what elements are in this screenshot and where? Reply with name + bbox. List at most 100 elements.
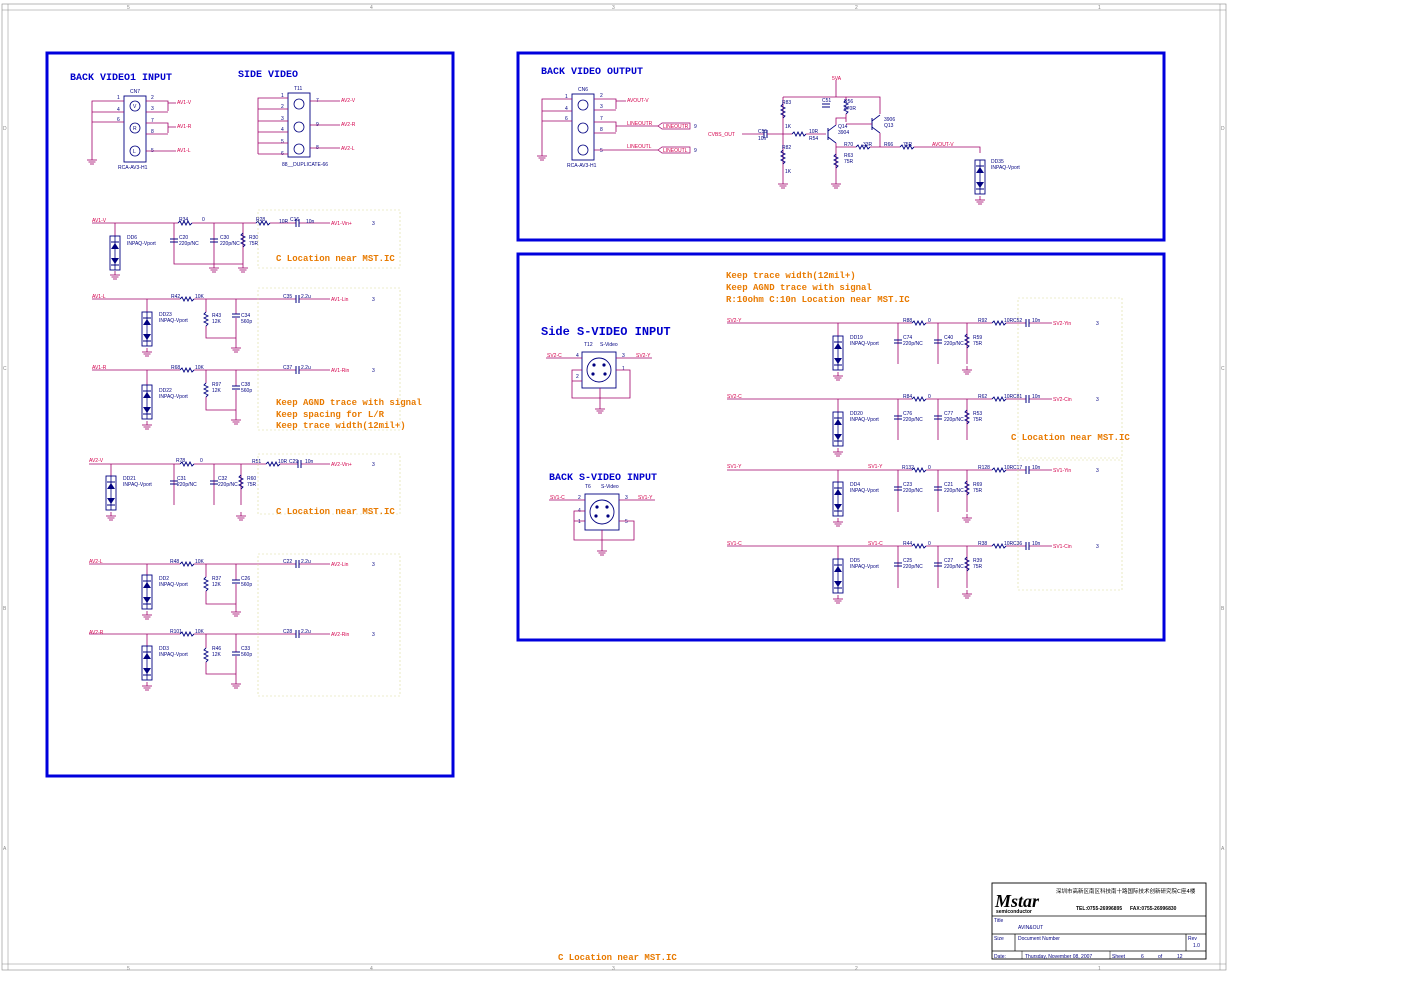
- svg-text:DD21: DD21: [123, 476, 136, 482]
- svg-text:INPAQ-Vport: INPAQ-Vport: [850, 341, 879, 347]
- svg-text:12K: 12K: [212, 652, 222, 658]
- connector-cn7: CN7 V R L 1 4 6 2 3 7 8 5 RCA-AV3-H1 AV1…: [86, 89, 192, 171]
- svg-text:LINEOUTR: LINEOUTR: [627, 121, 653, 127]
- svg-text:SV2-Yin: SV2-Yin: [1053, 321, 1071, 327]
- svg-text:C81: C81: [1013, 394, 1022, 400]
- svg-text:R78: R78: [176, 458, 185, 464]
- svg-text:DD4: DD4: [850, 482, 860, 488]
- svg-text:3906: 3906: [884, 117, 895, 123]
- svg-text:AVOUT-V: AVOUT-V: [627, 98, 649, 104]
- title-block: Mstar semiconductor 深圳市高新区南区科技南十路国际技术创新研…: [991, 882, 1207, 960]
- svg-text:75R: 75R: [973, 488, 983, 494]
- svg-text:3: 3: [1096, 544, 1099, 550]
- svg-text:2: 2: [281, 104, 284, 110]
- svg-text:5: 5: [600, 148, 603, 154]
- svg-text:AV2-R: AV2-R: [341, 122, 356, 128]
- note-sv-1: Keep trace width(12mil+): [726, 271, 856, 281]
- back-svideo-title: BACK S-VIDEO INPUT: [549, 473, 657, 484]
- svg-text:AV2-R: AV2-R: [89, 630, 104, 636]
- svg-text:12K: 12K: [212, 388, 222, 394]
- svg-text:C22: C22: [283, 559, 292, 565]
- side-video-title: SIDE VIDEO: [238, 70, 298, 81]
- svg-text:220p/NC: 220p/NC: [179, 241, 199, 247]
- svg-text:A: A: [3, 846, 7, 852]
- svg-text:Q14: Q14: [838, 124, 848, 130]
- svg-text:C34: C34: [241, 313, 250, 319]
- svg-text:220p/NC: 220p/NC: [903, 341, 923, 347]
- note-c-location-3: C Location near MST.IC: [1011, 433, 1130, 443]
- svg-text:R53: R53: [973, 411, 982, 417]
- svg-text:R68: R68: [171, 365, 180, 371]
- svideo-connector-t6: T6 S-Video 2 3 4 1 5 SV1-C SV1-Y: [549, 484, 655, 556]
- svg-text:3: 3: [1096, 321, 1099, 327]
- svg-text:D: D: [1221, 126, 1225, 132]
- svg-text:5: 5: [281, 139, 284, 145]
- svg-text:3: 3: [372, 632, 375, 638]
- svg-text:DD2: DD2: [159, 576, 169, 582]
- svg-text:9: 9: [694, 124, 697, 130]
- svg-text:INPAQ-Vport: INPAQ-Vport: [159, 582, 188, 588]
- svg-text:semiconductor: semiconductor: [996, 909, 1032, 915]
- svg-text:3: 3: [281, 116, 284, 122]
- svg-text:C37: C37: [283, 365, 292, 371]
- sheet-border: [1, 3, 1227, 971]
- svg-text:8: 8: [600, 127, 603, 133]
- note-c-location-1: C Location near MST.IC: [276, 254, 395, 264]
- svg-text:10R: 10R: [1004, 541, 1014, 547]
- svg-text:75R: 75R: [249, 241, 259, 247]
- svg-text:C36: C36: [1013, 541, 1022, 547]
- svg-text:AV2-Rin: AV2-Rin: [331, 632, 349, 638]
- svg-text:0: 0: [202, 217, 205, 223]
- svg-text:6: 6: [565, 116, 568, 122]
- svg-text:C: C: [3, 366, 7, 372]
- svg-text:1: 1: [117, 95, 120, 101]
- svg-text:AV2-V: AV2-V: [341, 98, 356, 104]
- svg-text:10n: 10n: [1032, 318, 1041, 324]
- svg-text:75R: 75R: [903, 142, 913, 148]
- svg-text:2: 2: [855, 966, 858, 972]
- svg-text:S-Video: S-Video: [601, 484, 619, 490]
- svg-text:INPAQ-Vport: INPAQ-Vport: [991, 165, 1020, 171]
- svg-text:Title: Title: [994, 918, 1003, 924]
- svg-text:INPAQ-Vport: INPAQ-Vport: [159, 394, 188, 400]
- svg-text:RCA-AV3-H1: RCA-AV3-H1: [567, 163, 597, 169]
- svg-text:S-Video: S-Video: [600, 342, 618, 348]
- svg-text:10K: 10K: [195, 559, 205, 565]
- svg-text:SV1-Y: SV1-Y: [727, 464, 742, 470]
- svg-text:220p/NC: 220p/NC: [944, 417, 964, 423]
- svg-text:10n: 10n: [306, 219, 315, 225]
- svg-text:A: A: [1221, 846, 1225, 852]
- svg-text:C40: C40: [944, 335, 953, 341]
- svg-text:LINEOUTL: LINEOUTL: [663, 148, 688, 154]
- back-video-output-title: BACK VIDEO OUTPUT: [541, 67, 643, 78]
- svg-text:B: B: [3, 606, 7, 612]
- svg-text:R97: R97: [212, 382, 221, 388]
- svg-text:3: 3: [372, 562, 375, 568]
- svg-text:C20: C20: [179, 235, 188, 241]
- svg-text:AV1-Rin: AV1-Rin: [331, 368, 349, 374]
- svg-text:R48: R48: [170, 559, 179, 565]
- svg-text:DD22: DD22: [159, 388, 172, 394]
- svg-text:4: 4: [281, 127, 284, 133]
- svg-text:4: 4: [117, 107, 120, 113]
- svg-text:220p/NC: 220p/NC: [903, 417, 923, 423]
- svg-text:0: 0: [928, 541, 931, 547]
- svg-text:LINEOUTR: LINEOUTR: [663, 124, 689, 130]
- svg-text:C51: C51: [822, 98, 831, 104]
- svg-text:SV1-Y: SV1-Y: [638, 495, 653, 501]
- svg-text:SV1-C: SV1-C: [727, 541, 742, 547]
- svg-text:2: 2: [576, 374, 579, 380]
- svg-text:10R: 10R: [809, 129, 819, 135]
- svg-text:10R: 10R: [279, 219, 289, 225]
- svg-text:220p/NC: 220p/NC: [220, 241, 240, 247]
- svg-text:5: 5: [127, 966, 130, 972]
- svg-text:CN7: CN7: [130, 89, 140, 95]
- svg-text:INPAQ-Vport: INPAQ-Vport: [159, 318, 188, 324]
- svg-text:INPAQ-Vport: INPAQ-Vport: [127, 241, 156, 247]
- note-c-location-bottom: C Location near MST.IC: [558, 953, 677, 963]
